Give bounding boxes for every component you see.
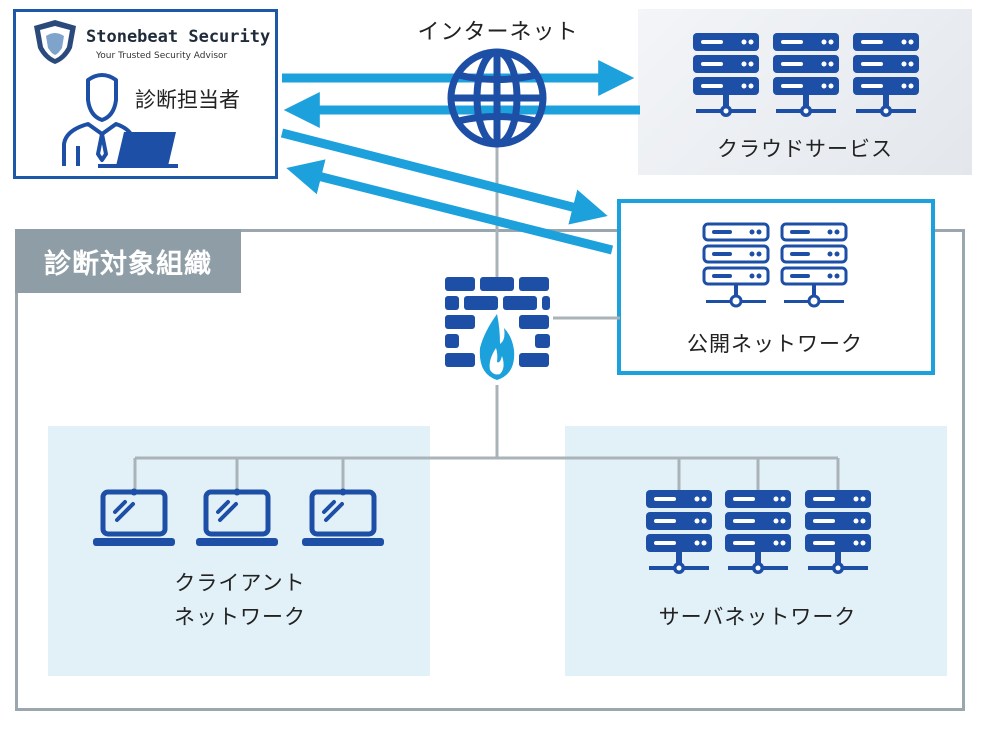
brand-name: Stonebeat Security	[86, 27, 271, 47]
client-network-label-line2: ネットワーク	[174, 605, 306, 629]
server-rack-icon	[780, 222, 848, 308]
cloud-service-label: クラウドサービス	[717, 137, 893, 161]
laptop-icon	[302, 488, 384, 546]
server-rack-icon	[773, 33, 839, 117]
analyst-role-label: 診断担当者	[135, 88, 240, 112]
laptop-icon	[196, 488, 278, 546]
server-rack-icon	[646, 490, 712, 574]
server-rack-icon	[853, 33, 919, 117]
laptop-icon	[93, 488, 175, 546]
arrow-from-public	[286, 159, 614, 255]
organization-label: 診断対象組織	[15, 229, 241, 293]
brand-tagline: Your Trusted Security Advisor	[96, 51, 228, 61]
public-network-label: 公開ネットワーク	[687, 332, 863, 356]
server-rack-icon	[702, 222, 770, 308]
internet-label: インターネット	[417, 20, 579, 45]
server-rack-icon	[725, 490, 791, 574]
assessment-arrows	[280, 60, 640, 255]
public-network-box	[617, 199, 935, 375]
firewall-icon	[445, 277, 550, 380]
arrow-to-public	[280, 128, 608, 225]
server-network-label: サーバネットワーク	[658, 605, 857, 629]
shield-logo-icon	[34, 20, 76, 64]
globe-icon	[447, 48, 547, 148]
client-network-label-line1: クライアント	[174, 571, 306, 595]
client-network-zone	[48, 426, 430, 676]
server-rack-icon	[805, 490, 871, 574]
network-links	[133, 146, 840, 493]
analyst-person-icon	[62, 73, 178, 168]
server-rack-icon	[693, 33, 759, 117]
